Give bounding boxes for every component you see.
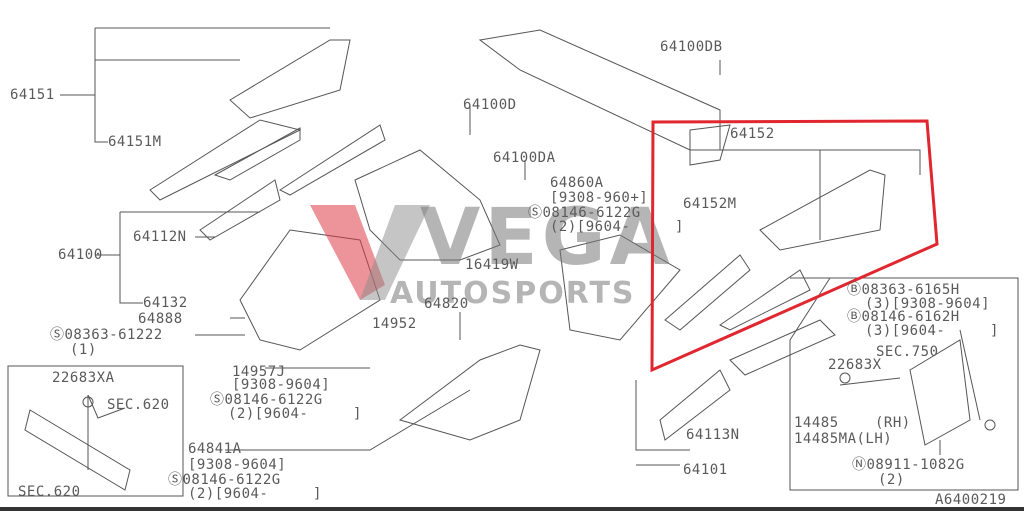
label-bolt-qty: (2)[9604- ] xyxy=(228,406,362,422)
watermark-sub: AUTOSPORTS xyxy=(390,276,636,311)
label-14952: 14952 xyxy=(372,316,417,332)
label-16419W: 16419W xyxy=(465,257,519,273)
label-bolt-08146-6122G: Ⓢ08146-6122G xyxy=(528,205,641,221)
watermark-brand: VEGA xyxy=(420,193,675,283)
label-64860A-range: [9308-960+] xyxy=(550,190,649,206)
label-64152: 64152 xyxy=(730,126,775,142)
label-14957J: 14957J xyxy=(232,364,286,380)
label-bolt-08146-6162H: Ⓑ08146-6162H xyxy=(847,309,960,325)
label-64100: 64100 xyxy=(58,247,103,263)
label-64860A: 64860A xyxy=(550,175,604,191)
label-bolt-08363-61222: Ⓢ08363-61222 xyxy=(50,327,163,343)
label-14957J-range: [9308-9604] xyxy=(232,377,331,393)
label-64101: 64101 xyxy=(683,462,728,478)
label-64100D: 64100D xyxy=(463,97,517,113)
label-bolt-08363-6165H: Ⓑ08363-6165H xyxy=(847,282,960,298)
label-sec-620: SEC.620 xyxy=(18,484,81,500)
label-sec-750: SEC.750 xyxy=(876,344,939,360)
label-sec-620: SEC.620 xyxy=(107,397,170,413)
label-bolt-qty: (3)[9604- ] xyxy=(865,323,999,339)
part-64820 xyxy=(398,344,541,441)
label-22683X: 22683X xyxy=(828,357,882,373)
label-64113N: 64113N xyxy=(686,427,740,443)
bottom-border xyxy=(0,507,1024,511)
label-bolt-qty: (3)[9308-9604] xyxy=(865,296,991,312)
part-64151 xyxy=(229,39,351,119)
label-64841A-range: [9308-9604] xyxy=(188,457,287,473)
part-64152 xyxy=(759,169,886,251)
label-14485MA: 14485MA(LH) xyxy=(794,431,893,447)
part-64113N xyxy=(659,369,731,441)
label-rh: (RH) xyxy=(875,415,911,431)
label-64100DB: 64100DB xyxy=(660,39,723,55)
label-nut-08911-1082G: Ⓝ08911-1082G xyxy=(852,457,965,473)
diagram-code: A6400219 xyxy=(935,492,1007,508)
label-64112N: 64112N xyxy=(133,229,187,245)
label-64841A: 64841A xyxy=(188,441,242,457)
label-nut-qty: (2) xyxy=(878,472,905,488)
label-bolt-08146-6122G: Ⓢ08146-6122G xyxy=(210,392,323,408)
label-bolt-qty: (2)[9604- ] xyxy=(188,486,322,502)
label-64151M: 64151M xyxy=(108,134,162,150)
inset-left-frame xyxy=(7,365,184,497)
label-64888: 64888 xyxy=(138,311,183,327)
label-14485: 14485 xyxy=(794,415,839,431)
label-64152M: 64152M xyxy=(683,196,737,212)
label-64151: 64151 xyxy=(10,87,55,103)
label-64820: 64820 xyxy=(424,296,469,312)
inset-right-frame xyxy=(789,277,1019,491)
part-apron xyxy=(354,149,501,261)
label-bolt-qty: (2)[9604- ] xyxy=(550,219,684,235)
label-64132: 64132 xyxy=(143,295,188,311)
label-64100DA: 64100DA xyxy=(493,150,556,166)
label-bolt-qty: (1) xyxy=(70,342,97,358)
label-bolt-08146-6122G: Ⓢ08146-6122G xyxy=(168,472,281,488)
label-22683XA: 22683XA xyxy=(52,370,115,386)
